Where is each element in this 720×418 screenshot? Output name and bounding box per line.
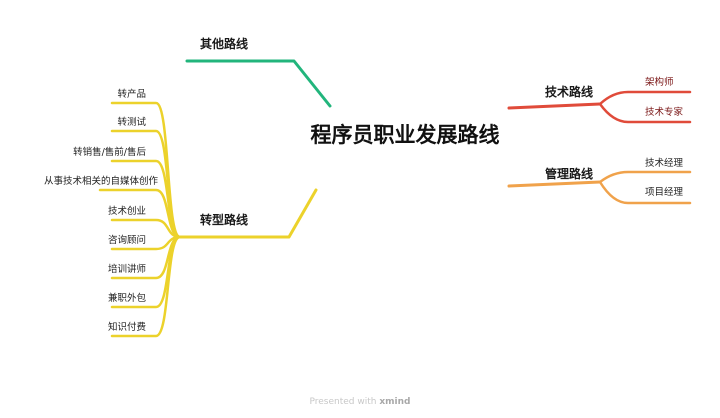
footer-prefix: Presented with — [309, 397, 377, 407]
leaf-knowledge-pay[interactable]: 知识付费 — [107, 322, 146, 333]
edge-tech-expert — [598, 102, 692, 124]
edge-manage-techmgr — [598, 170, 692, 184]
branch-transition[interactable]: 转型路线 — [200, 213, 249, 227]
footer-credit: Presented with xmind — [0, 397, 720, 407]
edge-manage-pm — [598, 180, 692, 205]
leaf-tech-manager[interactable]: 技术经理 — [645, 158, 684, 169]
leaf-to-sales[interactable]: 转销售/售前/售后 — [73, 147, 146, 158]
edge-transition — [178, 188, 318, 239]
leaf-tech-startup[interactable]: 技术创业 — [107, 206, 146, 217]
leaf-trainer[interactable]: 培训讲师 — [107, 264, 146, 275]
edge-manage — [507, 180, 602, 188]
leaf-tech-expert[interactable]: 技术专家 — [645, 107, 684, 118]
leaf-to-product[interactable]: 转产品 — [117, 89, 146, 100]
edge-other — [185, 59, 332, 108]
branch-manage[interactable]: 管理路线 — [545, 167, 594, 181]
edge-transition-leaf-8 — [110, 235, 182, 338]
root-topic[interactable]: 程序员职业发展路线 — [310, 123, 500, 147]
leaf-architect[interactable]: 架构师 — [645, 77, 674, 88]
leaf-project-manager[interactable]: 项目经理 — [645, 187, 684, 198]
branch-other[interactable]: 其他路线 — [200, 37, 249, 51]
edge-tech-architect — [598, 90, 692, 106]
leaf-outsourcing[interactable]: 兼职外包 — [107, 293, 146, 304]
leaf-to-testing[interactable]: 转测试 — [117, 117, 146, 128]
edge-tech — [507, 102, 602, 110]
leaf-consultant[interactable]: 咨询顾问 — [107, 235, 146, 246]
xmind-logo: xmind — [379, 397, 411, 407]
branch-tech[interactable]: 技术路线 — [545, 85, 594, 99]
leaf-self-media[interactable]: 从事技术相关的自媒体创作 — [43, 176, 158, 187]
